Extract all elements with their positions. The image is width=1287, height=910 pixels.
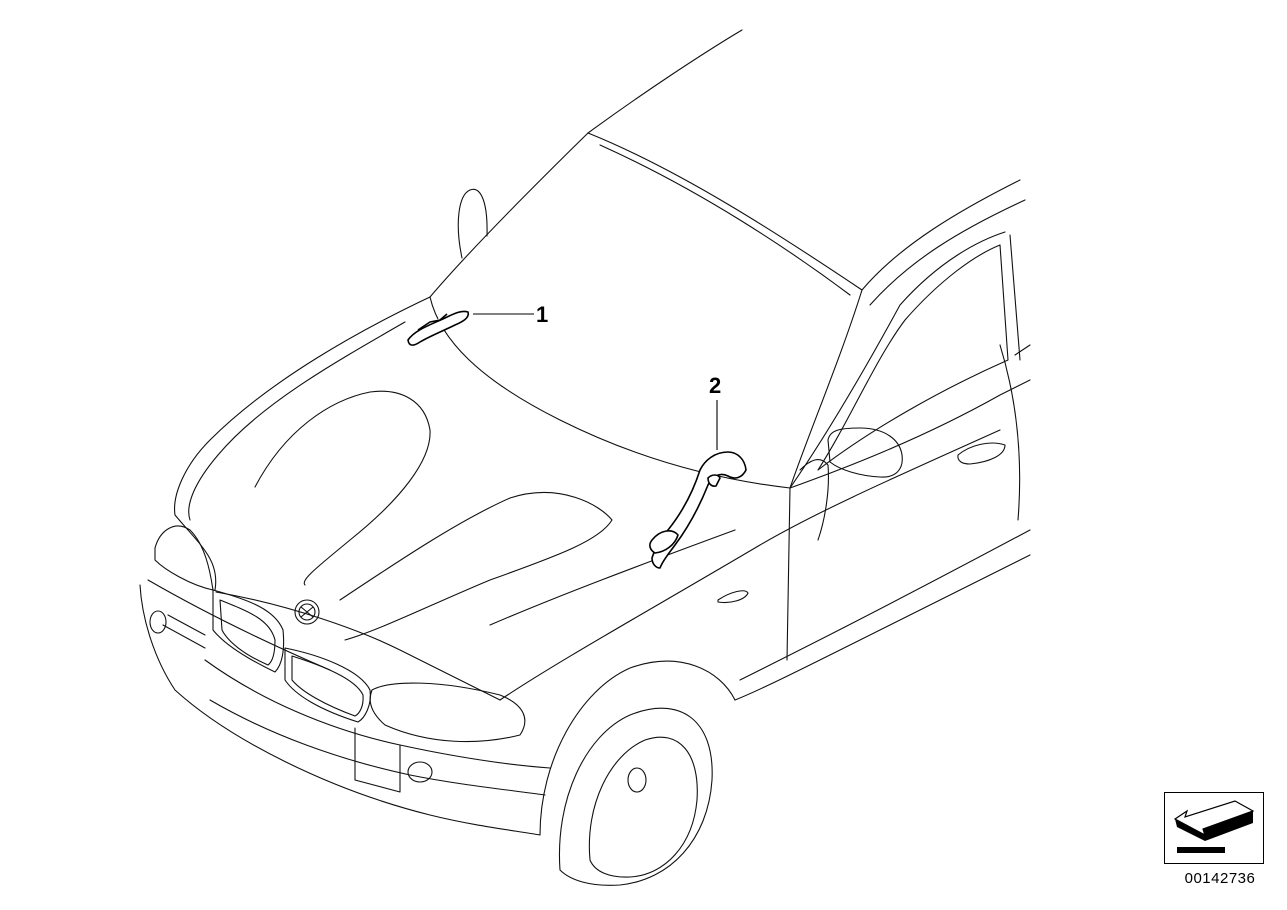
callout-label-1: 1	[536, 302, 548, 327]
callout-1[interactable]: 1	[473, 302, 548, 327]
callout-2[interactable]: 2	[709, 373, 721, 450]
diagram-reference-number: 00142736	[1184, 870, 1256, 887]
back-navigation-button[interactable]	[1164, 792, 1264, 864]
arrow-back-icon	[1173, 800, 1255, 853]
car-outline	[139, 29, 1031, 886]
callout-label-2: 2	[709, 373, 721, 398]
part-1-bracket[interactable]	[407, 310, 470, 346]
part-2-wiring-harness[interactable]	[649, 451, 747, 569]
